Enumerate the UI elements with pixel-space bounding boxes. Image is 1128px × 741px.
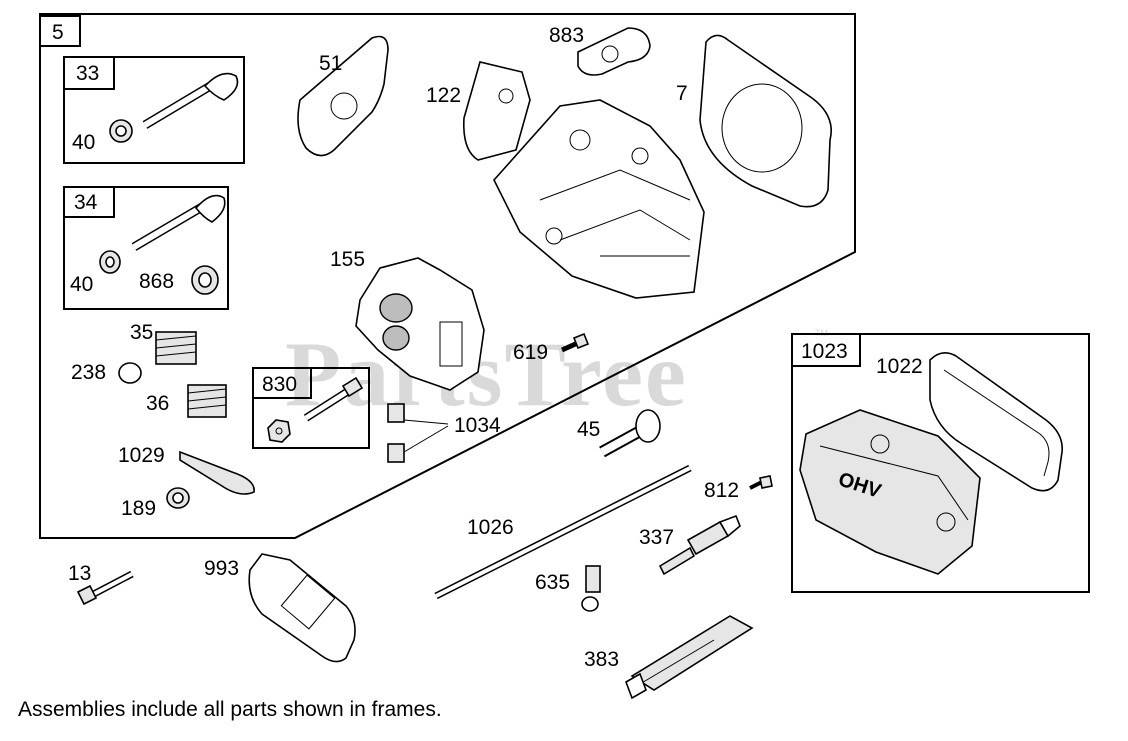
rocker-cover-icon: OHV [799, 409, 981, 575]
stud-nut-icon [267, 419, 291, 443]
frame-34-outline [63, 186, 229, 310]
frame-830-label[interactable]: 830 [262, 373, 297, 396]
push-rod-1026-icon [434, 464, 692, 600]
frame-5-label-box [39, 15, 81, 47]
callout-40-a[interactable]: 40 [72, 131, 95, 154]
frame-830-label-box [252, 367, 312, 399]
frame-34-label[interactable]: 34 [74, 191, 98, 214]
callout-993[interactable]: 993 [204, 557, 239, 580]
callout-1026[interactable]: 1026 [467, 516, 514, 539]
cylinder-head-icon [493, 99, 705, 299]
breather-tube-635-icon [581, 565, 601, 612]
screw-812-icon [749, 475, 773, 490]
callout-619[interactable]: 619 [513, 341, 548, 364]
head-gasket-7-icon [699, 34, 832, 208]
guide-clip-1034-icon [387, 403, 449, 463]
intake-valve-icon [142, 72, 239, 129]
callout-7[interactable]: 7 [676, 82, 688, 105]
callout-35[interactable]: 35 [130, 321, 153, 344]
gasket-993-icon [248, 553, 356, 663]
callout-1034[interactable]: 1034 [454, 414, 501, 437]
callout-238[interactable]: 238 [71, 361, 106, 384]
watermark: PartsTree [285, 323, 688, 425]
cover-gasket-1022-icon [929, 352, 1063, 492]
frame-1023-label-box [791, 333, 861, 367]
callout-189[interactable]: 189 [121, 497, 156, 520]
breather-plate-155-icon [355, 257, 485, 391]
callout-13[interactable]: 13 [68, 562, 91, 585]
callout-40-b[interactable]: 40 [70, 273, 93, 296]
spark-plug-wrench-383-icon [625, 615, 754, 700]
callout-1029[interactable]: 1029 [118, 444, 165, 467]
callout-337[interactable]: 337 [639, 526, 674, 549]
intake-gasket-51-icon [297, 35, 389, 157]
callout-122[interactable]: 122 [426, 84, 461, 107]
rocker-pivot-189-icon [166, 487, 190, 509]
callout-155[interactable]: 155 [330, 248, 365, 271]
valve-retainer-icon [99, 250, 121, 274]
frame-1023-label[interactable]: 1023 [801, 340, 848, 363]
tappet-45-icon [599, 409, 661, 458]
callout-812[interactable]: 812 [704, 479, 739, 502]
bolt-619-icon [560, 332, 590, 353]
valve-seal-icon [191, 265, 219, 295]
spark-plug-337-icon [658, 514, 741, 576]
frame-1023-outline [791, 333, 1090, 593]
exhaust-gasket-883-icon [577, 27, 651, 76]
callout-383[interactable]: 383 [584, 648, 619, 671]
bolt-13-icon [76, 570, 134, 606]
callout-45[interactable]: 45 [577, 418, 600, 441]
callout-883[interactable]: 883 [549, 24, 584, 47]
rocker-arm-1029-icon [179, 450, 255, 495]
callout-36[interactable]: 36 [146, 392, 169, 415]
valve-retainer-icon [109, 119, 133, 143]
valve-spring-36-icon [187, 384, 227, 418]
spring-cap-238-icon [118, 362, 142, 384]
frame-33-label[interactable]: 33 [76, 62, 99, 85]
exhaust-valve-icon [131, 194, 226, 251]
frame-5-outline [39, 13, 856, 539]
frame-5-label[interactable]: 5 [52, 21, 64, 44]
callout-635[interactable]: 635 [535, 571, 570, 594]
insulator-122-icon [462, 61, 531, 161]
frame-33-label-box [63, 56, 115, 90]
callout-1022[interactable]: 1022 [876, 355, 923, 378]
frame-34-label-box [63, 186, 115, 218]
valve-spring-35-icon [155, 331, 197, 365]
callout-51[interactable]: 51 [319, 52, 342, 75]
rocker-stud-icon [303, 376, 364, 422]
footer-note: Assemblies include all parts shown in fr… [18, 698, 442, 721]
frame-33-outline [63, 56, 245, 164]
callout-868[interactable]: 868 [139, 270, 174, 293]
